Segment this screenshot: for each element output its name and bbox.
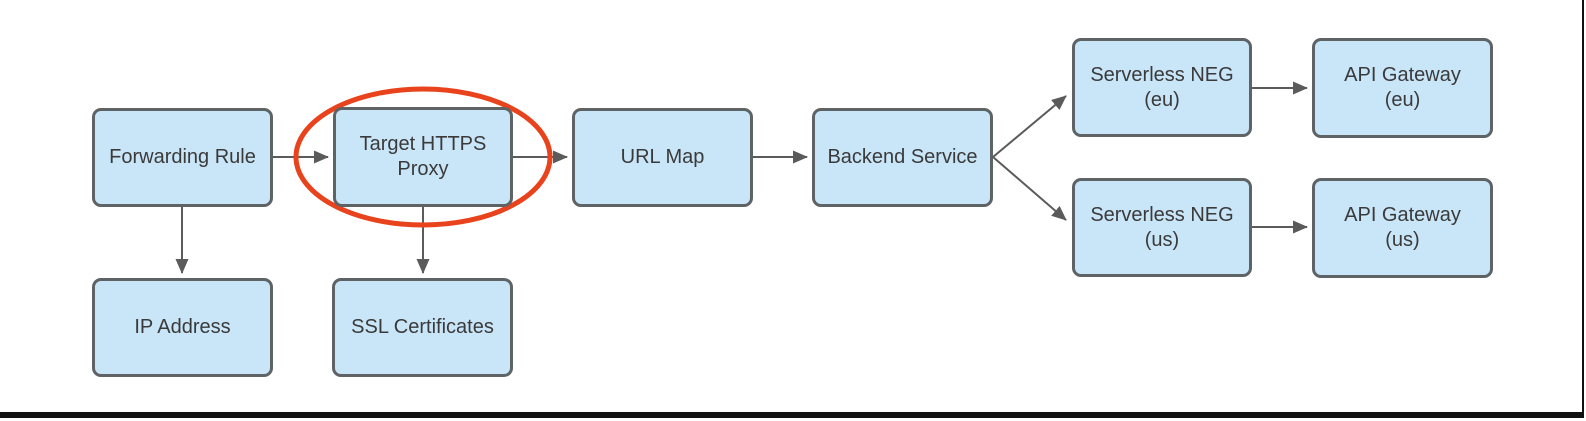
node-url-map: URL Map — [572, 108, 753, 207]
node-ssl-certificates-label: SSL Certificates — [351, 316, 494, 338]
node-backend-service: Backend Service — [812, 108, 993, 207]
node-api-gateway-eu: API Gateway (eu) — [1312, 38, 1493, 138]
node-target-https-proxy-label: Target HTTPS Proxy — [359, 133, 487, 180]
node-ssl-certificates: SSL Certificates — [332, 278, 513, 377]
arrow-backend-service-to-serverless-neg-us — [992, 156, 1067, 221]
node-api-gateway-eu-label: API Gateway (eu) — [1344, 64, 1461, 111]
highlight-ellipse — [293, 86, 553, 228]
arrow-backend-service-to-serverless-neg-eu — [992, 95, 1067, 158]
node-api-gateway-us-label: API Gateway (us) — [1344, 204, 1461, 251]
node-backend-service-label: Backend Service — [827, 146, 978, 168]
node-serverless-neg-eu: Serverless NEG (eu) — [1072, 38, 1252, 137]
node-ip-address-label: IP Address — [134, 316, 231, 338]
node-api-gateway-us: API Gateway (us) — [1312, 178, 1493, 278]
node-forwarding-rule-label: Forwarding Rule — [109, 146, 256, 168]
node-url-map-label: URL Map — [620, 146, 705, 168]
node-forwarding-rule: Forwarding Rule — [92, 108, 273, 207]
node-ip-address: IP Address — [92, 278, 273, 377]
node-target-https-proxy: Target HTTPS Proxy — [333, 107, 513, 207]
node-serverless-neg-us: Serverless NEG (us) — [1072, 178, 1252, 277]
page-bottom-border — [0, 412, 1584, 418]
page-right-border — [1582, 0, 1584, 418]
node-serverless-neg-us-label: Serverless NEG (us) — [1090, 203, 1234, 251]
node-serverless-neg-eu-label: Serverless NEG (eu) — [1090, 63, 1234, 111]
